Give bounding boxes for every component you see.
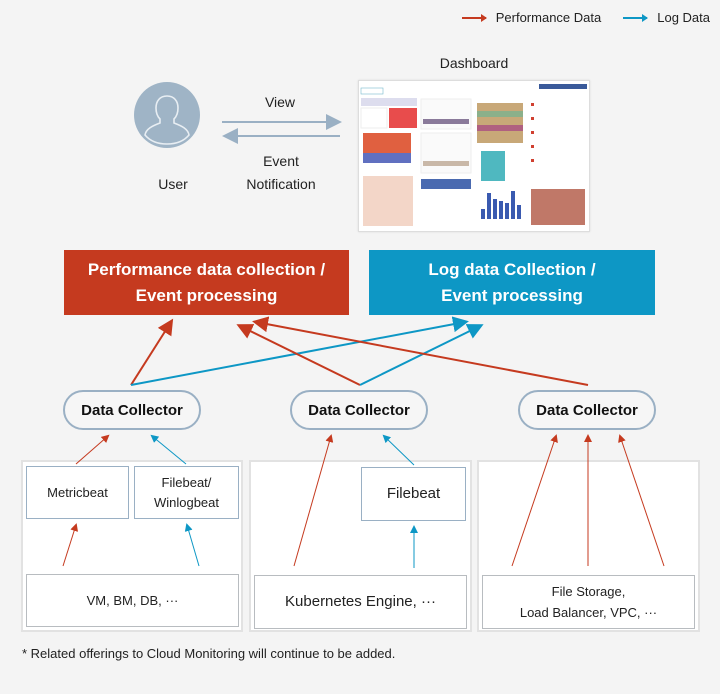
event-notification-label: Event Notification <box>246 153 316 192</box>
view-label: View <box>264 94 296 110</box>
dashboard-thumbnail <box>358 80 590 232</box>
legend-performance-label: Performance Data <box>495 10 602 25</box>
log-arrow-c1 <box>130 316 469 386</box>
source-storage-network-box: File Storage, Load Balancer, VPC, ··· <box>482 575 695 629</box>
log-processing-box: Log data Collection / Event processing <box>369 250 655 315</box>
filebeat-winlogbeat-box: Filebeat/ Winlogbeat <box>134 466 239 519</box>
legend: Performance Data Log Data <box>461 10 710 25</box>
perf-arrow-c3 <box>252 316 589 386</box>
source-compute-box: VM, BM, DB, ··· <box>26 574 239 627</box>
log-arrow-c2 <box>359 324 484 386</box>
user-label: User <box>158 176 188 192</box>
performance-processing-box: Performance data collection / Event proce… <box>64 250 349 315</box>
data-collector-1: Data Collector <box>63 390 201 430</box>
dashboard-title: Dashboard <box>439 55 509 71</box>
filebeat-box: Filebeat <box>361 467 466 521</box>
user-avatar-icon <box>134 82 200 148</box>
performance-processing-line2: Event processing <box>135 285 278 305</box>
performance-arrow-icon <box>461 13 487 22</box>
perf-arrow-c1 <box>130 318 174 386</box>
legend-log-label: Log Data <box>657 10 710 25</box>
data-collector-2: Data Collector <box>290 390 428 430</box>
source-kubernetes-box: Kubernetes Engine, ··· <box>254 575 467 629</box>
footnote: * Related offerings to Cloud Monitoring … <box>22 646 396 661</box>
data-collector-3: Data Collector <box>518 390 656 430</box>
performance-processing-line1: Performance data collection / <box>87 259 326 279</box>
log-arrow-icon <box>623 13 649 22</box>
log-processing-line2: Event processing <box>441 285 583 305</box>
log-processing-line1: Log data Collection / <box>428 259 596 279</box>
metricbeat-box: Metricbeat <box>26 466 129 519</box>
perf-arrow-c2 <box>236 324 361 386</box>
